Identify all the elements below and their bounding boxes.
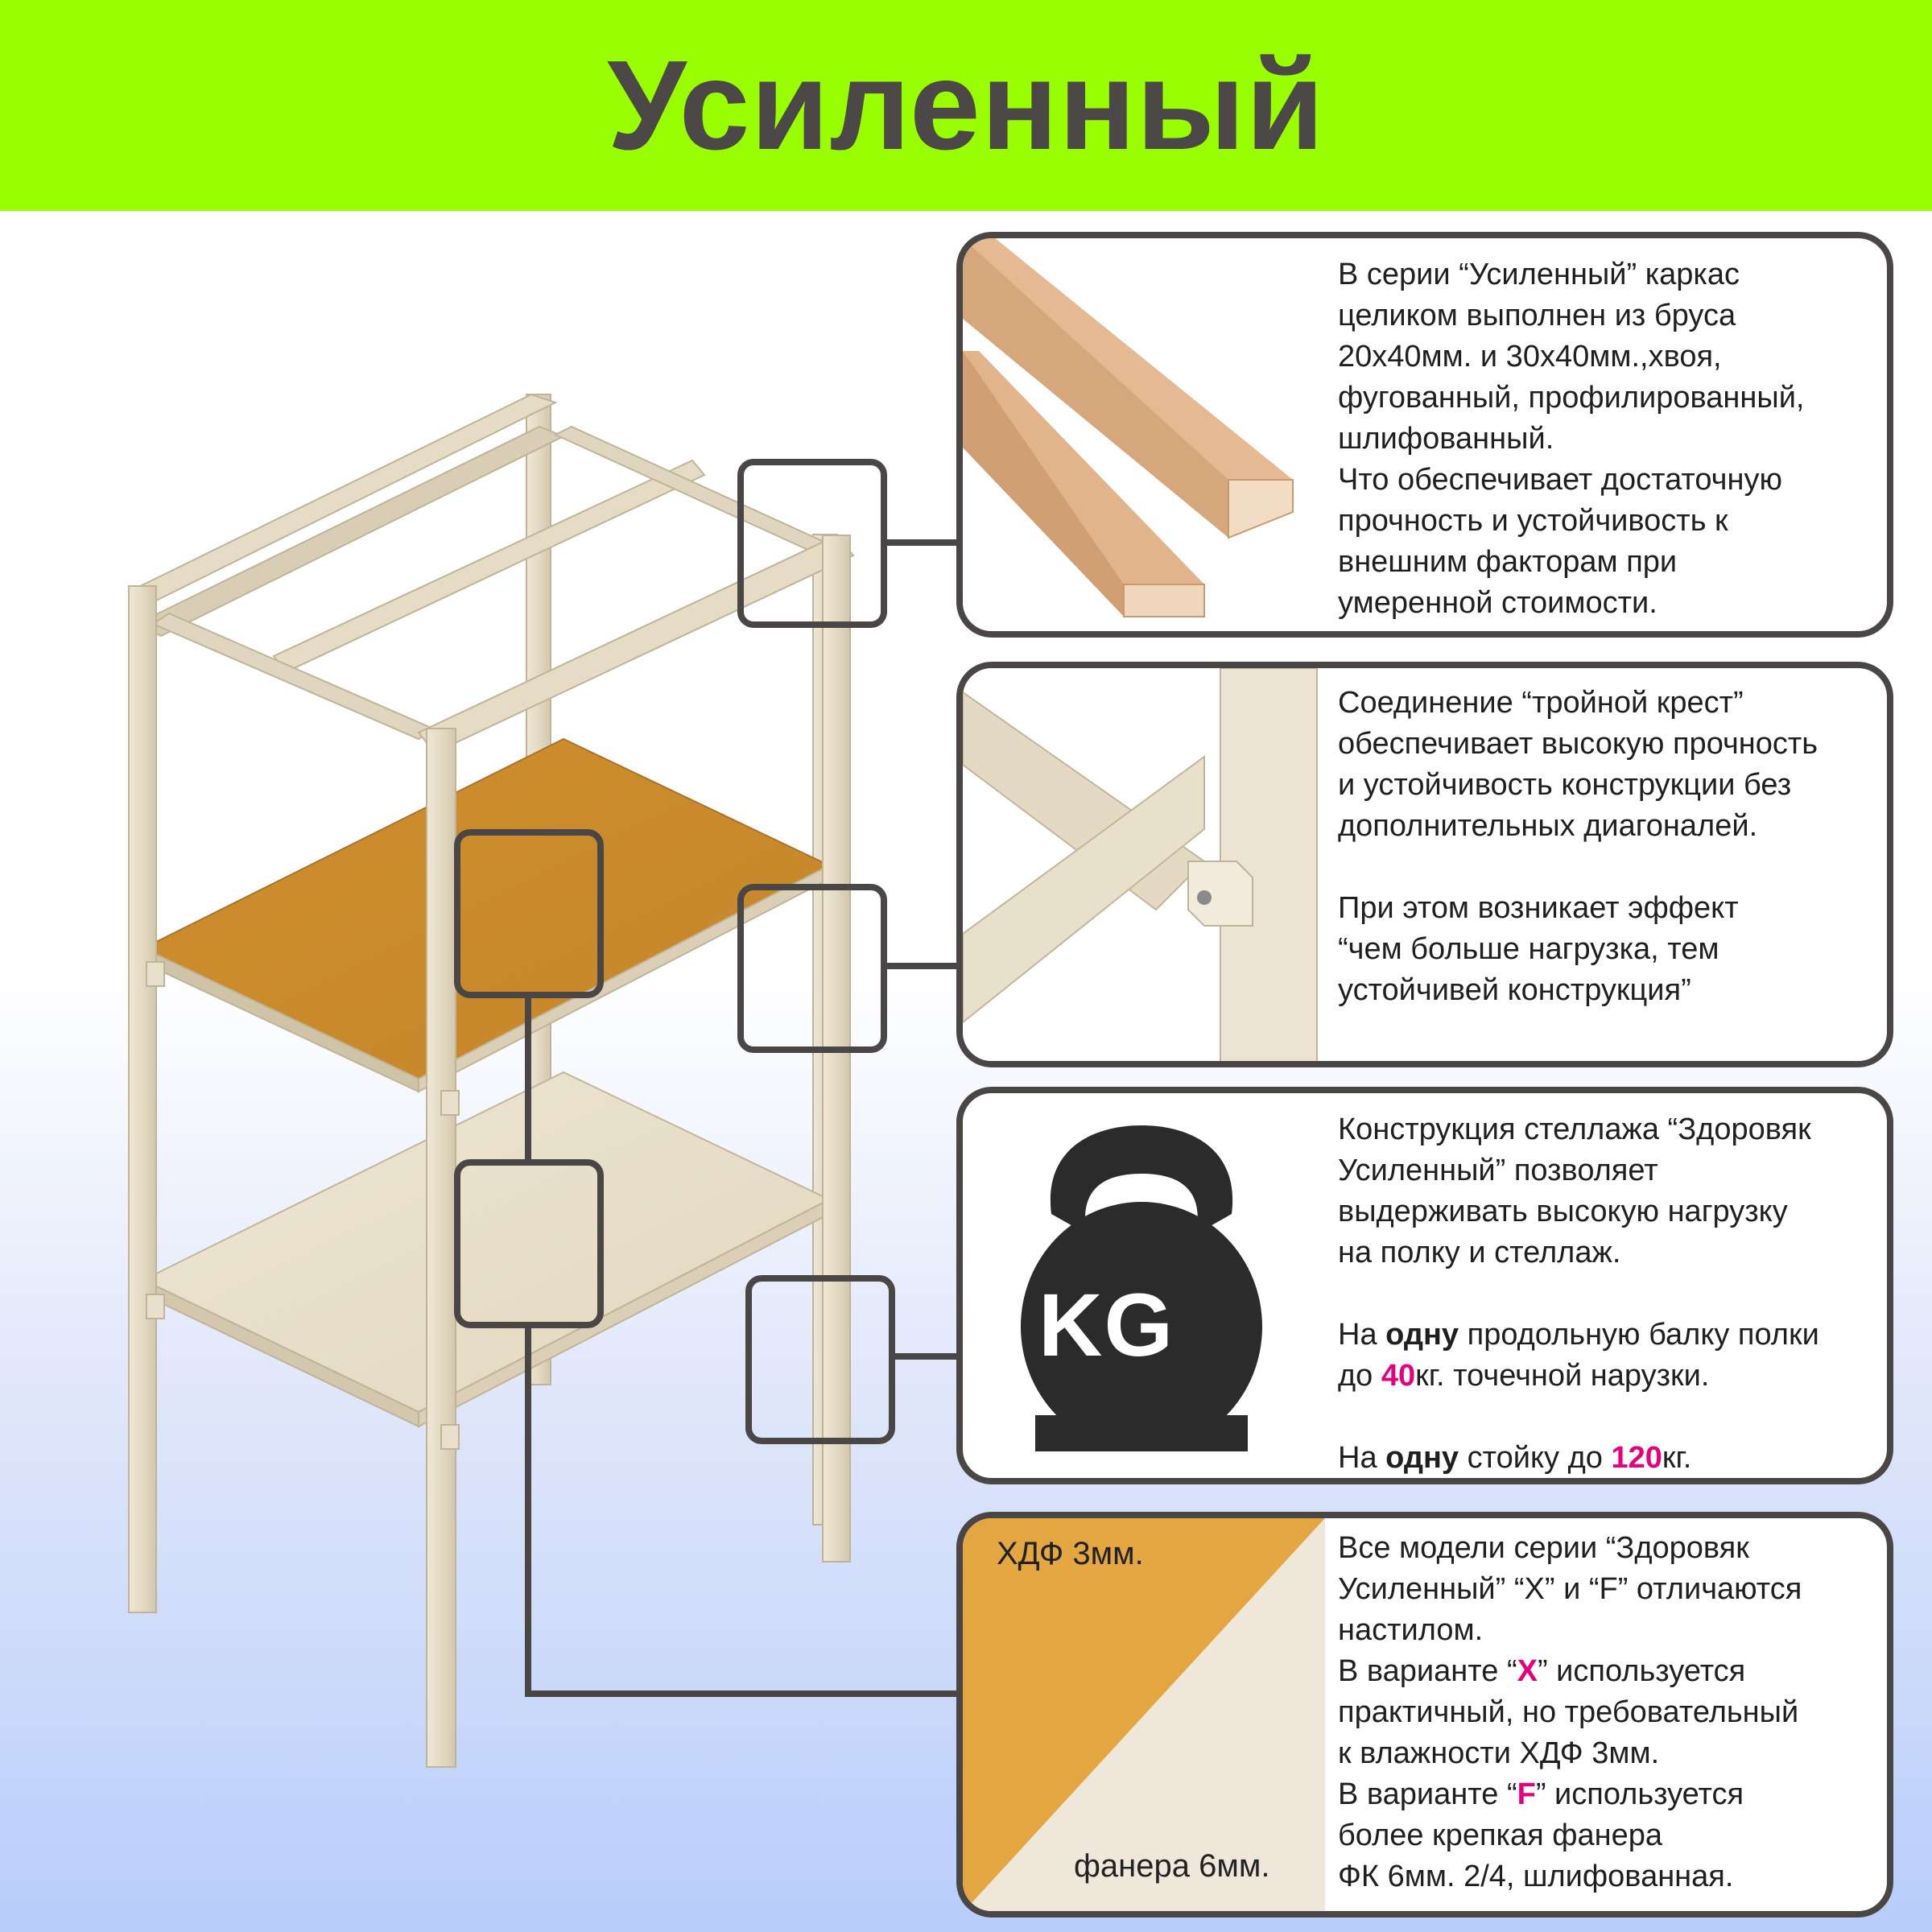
card-load-text: Конструкция стеллажа “Здоровяк Усиленный… (1338, 1109, 1885, 1478)
text-line: более крепкая фанера (1338, 1818, 1663, 1852)
callout-box-joint (737, 884, 887, 1053)
text-line: выдерживать высокую нагрузку (1338, 1195, 1788, 1228)
text-line: внешним факторам при (1338, 545, 1678, 579)
text-line: фугованный, профилированный, (1338, 381, 1805, 415)
text-line: Все модели серии “Здоровяк (1338, 1531, 1749, 1565)
text-line: “чем больше нагрузка, тем (1338, 932, 1719, 966)
text-line: устойчивей конструкция” (1338, 973, 1691, 1007)
hdf-plywood-image (963, 1518, 1325, 1911)
text-line: При этом возникает эффект (1338, 891, 1739, 925)
text-line: умеренной стоимости. (1338, 586, 1657, 620)
text-line: Усиленный” “X” и “F” отличаются (1338, 1572, 1802, 1606)
connector-line-3 (890, 1353, 960, 1360)
info-card-frame: В серии “Усиленный” каркас целиком выпол… (956, 232, 1893, 638)
text-line: дополнительных диагоналей. (1338, 809, 1758, 843)
info-card-load: KG Конструкция стеллажа “Здоровяк Усилен… (956, 1087, 1893, 1484)
hdf-label: ХДФ 3мм. (997, 1536, 1144, 1571)
post-load-line: На одну стойку до 120кг. (1338, 1441, 1692, 1475)
text-line: Конструкция стеллажа “Здоровяк (1338, 1113, 1811, 1146)
text-line: Что обеспечивает достаточную (1338, 463, 1782, 497)
connector-line-2 (882, 963, 960, 969)
beam-load-line: На одну продольную балку полки (1338, 1318, 1819, 1352)
text-line: настилом. (1338, 1613, 1484, 1647)
connector-line-1 (882, 539, 960, 546)
callout-box-plywood (454, 1159, 604, 1328)
text-line: обеспечивает высокую прочность (1338, 727, 1818, 761)
text-line: 20х40мм. и 30х40мм.,хвоя, (1338, 340, 1722, 374)
connector-line-4c (525, 1690, 960, 1697)
variant-f-line: В варианте “F” используется (1338, 1777, 1744, 1811)
card-frame-text: В серии “Усиленный” каркас целиком выпол… (1338, 254, 1885, 624)
variant-x-line: В варианте “X” используется (1338, 1654, 1746, 1688)
kg-label: KG (1038, 1276, 1174, 1375)
text-line: шлифованный. (1338, 422, 1554, 456)
text-line: Соединение “тройной крест” (1338, 686, 1744, 720)
text-line: к влажности ХДФ 3мм. (1338, 1736, 1660, 1770)
text-line: Усиленный” позволяет (1338, 1154, 1658, 1187)
plywood-label: фанера 6мм. (1074, 1848, 1270, 1884)
connector-line-4a (525, 995, 531, 1162)
beam-load-line-2: до 40кг. точечной нарузки. (1338, 1359, 1710, 1393)
text-line: практичный, но требовательный (1338, 1695, 1799, 1729)
text-line: целиком выполнен из бруса (1338, 299, 1736, 332)
callout-box-frame (737, 459, 887, 628)
info-card-decking: ХДФ 3мм. фанера 6мм. Все модели серии “З… (956, 1512, 1893, 1918)
page-title: Усиленный (607, 34, 1325, 176)
text-line: В серии “Усиленный” каркас (1338, 258, 1740, 291)
callout-box-load (745, 1275, 895, 1444)
text-line: на полку и стеллаж. (1338, 1236, 1621, 1269)
card-joint-text: Соединение “тройной крест” обеспечивает … (1338, 683, 1885, 1011)
triple-cross-joint-image (963, 668, 1325, 1061)
card-decking-text: Все модели серии “Здоровяк Усиленный” “X… (1338, 1528, 1885, 1897)
header-banner (0, 0, 1932, 211)
text-line: и устойчивость конструкции без (1338, 768, 1792, 802)
text-line: ФК 6мм. 2/4, шлифованная. (1338, 1860, 1734, 1893)
callout-box-hdf (454, 829, 604, 998)
text-line: прочность и устойчивость к (1338, 504, 1728, 538)
shelf-illustration (126, 393, 855, 1768)
kettlebell-icon (1021, 1125, 1262, 1451)
connector-line-4b (525, 1325, 531, 1697)
wood-beams-image (963, 238, 1325, 631)
info-card-joint: Соединение “тройной крест” обеспечивает … (956, 662, 1893, 1067)
